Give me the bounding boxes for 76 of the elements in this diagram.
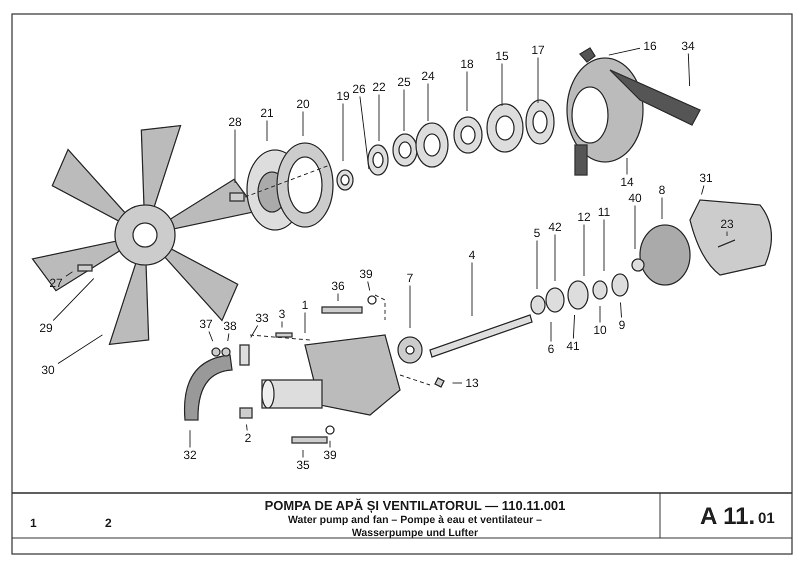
leader-line [304, 312, 306, 334]
callout-number: 13 [462, 376, 482, 390]
leader-line [342, 103, 344, 162]
leader-line [52, 278, 94, 321]
callout-number: 12 [574, 210, 594, 224]
leader-line [536, 240, 538, 290]
callout-number: 11 [594, 204, 614, 220]
callout-number: 38 [220, 318, 240, 334]
callout-number: 36 [328, 278, 348, 294]
callout-number: 39 [320, 448, 340, 462]
callout-number: 25 [394, 74, 414, 90]
callout-number: 5 [527, 226, 547, 240]
leader-line [452, 382, 462, 384]
leader-line [726, 231, 728, 236]
callout-number: 29 [36, 320, 56, 336]
callout-number: 24 [418, 68, 438, 84]
callout-number: 14 [617, 174, 637, 190]
callout-number: 37 [196, 316, 216, 332]
callout-number: 35 [293, 458, 313, 472]
callout-number: 4 [462, 248, 482, 262]
leader-line [66, 271, 73, 277]
column-number: 2 [105, 516, 112, 530]
leader-line [302, 450, 304, 458]
subtitle: Water pump and fan – Pompe à eau et ventilateur – Wasserpumpe und Lufter [286, 514, 543, 540]
callout-number: 28 [225, 114, 245, 130]
leader-line [367, 281, 370, 291]
callout-number: 39 [356, 266, 376, 282]
leader-line [234, 129, 236, 184]
callout-number: 31 [696, 170, 716, 186]
callout-number: 27 [46, 276, 66, 290]
callout-number: 40 [625, 190, 645, 206]
callout-number: 23 [717, 216, 737, 232]
leader-line [466, 71, 468, 112]
callout-number: 42 [545, 220, 565, 234]
callout-number: 18 [457, 56, 477, 72]
callout-number: 6 [541, 342, 561, 356]
leader-line [572, 314, 576, 339]
callout-number: 10 [590, 322, 610, 338]
sheet-number-suffix: 01 [758, 510, 775, 527]
column-number: 1 [30, 516, 37, 530]
callout-number: 7 [400, 270, 420, 286]
leader-line [359, 96, 370, 170]
callout-number: 15 [492, 48, 512, 64]
leader-line [378, 94, 380, 142]
leader-line [688, 53, 690, 86]
leader-line [620, 302, 622, 318]
title: POMPA DE APĂ ȘI VENTILATORUL — 110.11.001 [264, 498, 566, 513]
leader-line [626, 158, 628, 175]
callout-number: 20 [293, 96, 313, 112]
callout-number: 34 [678, 38, 698, 54]
callout-number: 21 [257, 106, 277, 120]
callout-number: 41 [563, 338, 583, 354]
sheet-number: A 11. [700, 503, 756, 531]
leader-line [250, 325, 258, 338]
callout-number: 22 [369, 80, 389, 94]
leader-line [58, 334, 103, 364]
leader-line [608, 48, 640, 56]
leader-line [302, 111, 304, 136]
callout-number: 9 [612, 318, 632, 332]
leader-line [634, 205, 636, 250]
leader-line [550, 322, 552, 342]
leader-line [554, 234, 556, 282]
leader-line [246, 424, 248, 431]
callout-number: 32 [180, 448, 200, 462]
leader-line [266, 120, 268, 142]
callout-number: 2 [238, 430, 258, 446]
leader-line [227, 333, 230, 342]
leader-line [701, 185, 704, 195]
callout-number: 8 [652, 182, 672, 198]
callout-number: 3 [272, 306, 292, 322]
callout-number: 16 [640, 38, 660, 54]
callout-number: 30 [38, 362, 58, 378]
callout-number: 1 [295, 298, 315, 312]
callout-number: 17 [528, 42, 548, 58]
callout-number: 33 [252, 310, 272, 326]
leader-line [208, 331, 214, 342]
